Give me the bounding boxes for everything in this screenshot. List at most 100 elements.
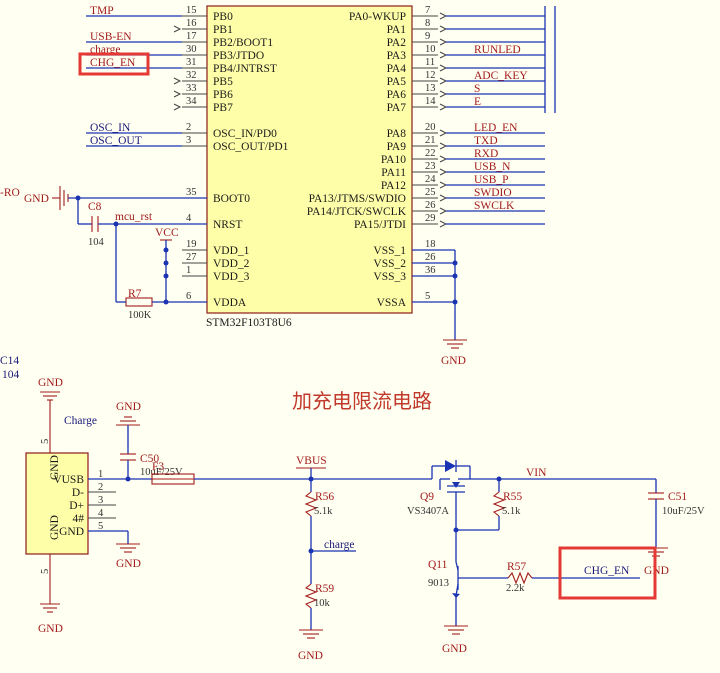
pin-name: PA1: [387, 24, 407, 36]
ro-label: -RO: [0, 187, 20, 199]
net-label: S: [474, 83, 480, 95]
pin-number: 29: [425, 213, 436, 224]
junction: [75, 195, 81, 201]
pin-number: 2: [186, 122, 191, 133]
q9-ref: Q9: [420, 491, 434, 503]
junction: [163, 260, 169, 266]
c14-value: 104: [2, 369, 20, 381]
pin-number: 17: [186, 31, 197, 42]
pin-name: VDDA: [213, 297, 247, 309]
chg-en-net-label: CHG_EN: [584, 565, 630, 577]
pin-name: PA14/JTCK/SWCLK: [307, 206, 407, 218]
charge-connector-label: Charge: [64, 415, 97, 427]
r55-ref: R55: [503, 491, 522, 503]
pin-number: 19: [186, 239, 197, 250]
pin-name: VDD_1: [213, 245, 250, 257]
pin-number: 23: [425, 161, 436, 172]
pin-name: PB7: [213, 102, 233, 114]
gnd-symbol-usb-top: [40, 391, 60, 401]
charge-net-label: charge: [324, 539, 354, 551]
usb-pin-number: 1: [98, 469, 103, 480]
pin-number: 15: [186, 5, 197, 16]
junction: [452, 299, 458, 305]
net-label: USB_P: [474, 174, 509, 186]
pin-number: 35: [186, 187, 197, 198]
pin-number: 11: [425, 57, 435, 68]
pin-number: 26: [425, 200, 436, 211]
pin-name: VSS_1: [373, 245, 406, 257]
r57-body: [507, 571, 533, 585]
pin-name: PB3/JTDO: [213, 50, 264, 62]
pin-number: 8: [425, 18, 430, 29]
pin-name: PA5: [387, 76, 407, 88]
usb-pin-number: 4: [98, 508, 104, 519]
mcu-rst-label: mcu_rst: [115, 211, 153, 223]
usb-pin-name: 4#: [73, 513, 85, 525]
q11-ref: Q11: [428, 559, 448, 571]
net-label: E: [474, 96, 481, 108]
pin-name: PA10: [381, 154, 406, 166]
net-label: TMP: [90, 5, 114, 17]
pin-name: PB2/BOOT1: [213, 37, 273, 49]
r7-ref: R7: [128, 288, 142, 300]
r56-body: [304, 491, 318, 517]
usb-pin: 2 D-: [72, 482, 116, 499]
c50-ref: C50: [140, 453, 159, 465]
pin-number: 16: [186, 18, 197, 29]
q11-npn-symbol: [452, 561, 508, 598]
vbus-label: VBUS: [296, 455, 327, 467]
pin-name: BOOT0: [213, 193, 250, 205]
pin-number: 25: [425, 187, 436, 198]
junction: [452, 273, 458, 279]
usb-gnd-rotated-top: GND: [49, 455, 61, 480]
pin-name: PA7: [387, 102, 407, 114]
pin-name: OSC_OUT/PD1: [213, 141, 289, 153]
net-label: OSC_IN: [90, 122, 131, 134]
c51-value: 10uF/25V: [662, 506, 705, 517]
pin-number: 32: [186, 70, 197, 81]
usb-pin-number: 3: [98, 495, 103, 506]
usb-pin-name: D-: [72, 487, 84, 499]
circuit-title: 加充电限流电路: [292, 389, 432, 413]
pin-number: 12: [425, 70, 436, 81]
c50-value: 10uF/25V: [140, 467, 183, 478]
net-label: RUNLED: [474, 44, 521, 56]
q9-mosfet-symbol: [431, 460, 471, 530]
pin-number: 20: [425, 122, 436, 133]
junction: [125, 476, 131, 482]
r55-body: [492, 491, 506, 517]
net-label: USB_N: [474, 161, 511, 173]
pin-number: 24: [425, 174, 436, 185]
pin-name: PA9: [387, 141, 407, 153]
pin-number: 26: [425, 252, 436, 263]
r59-body: [304, 583, 318, 609]
pin-name: PA6: [387, 89, 407, 101]
gnd-symbol-usb-bot: [40, 603, 60, 613]
pin-name: VSS_2: [373, 258, 406, 270]
gnd-label-boot: GND: [24, 193, 49, 205]
pin-name: VDD_3: [213, 271, 250, 283]
net-label: USB-EN: [90, 31, 132, 43]
r59-value: 10k: [314, 598, 331, 609]
pin-name: PA15/JTDI: [354, 219, 406, 231]
gnd-symbol-usb-pin5: [116, 543, 140, 553]
usb-pin-number: 2: [98, 482, 103, 493]
r56-value: 5.1k: [314, 506, 333, 517]
